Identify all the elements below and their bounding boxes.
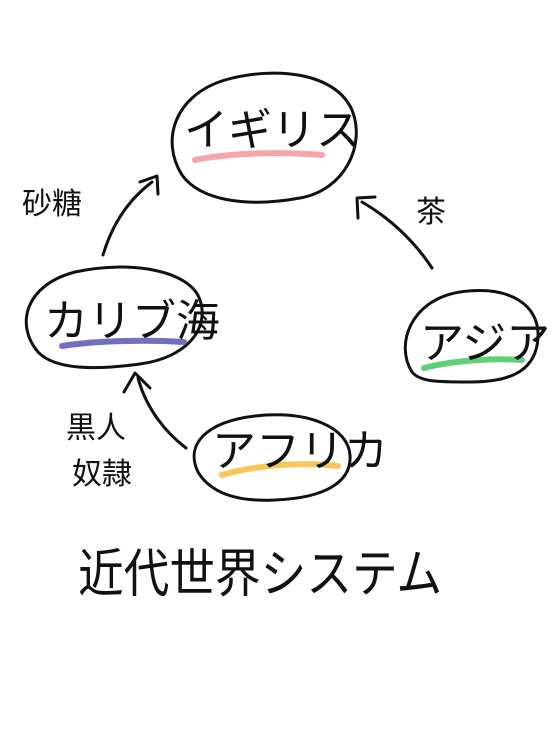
node-caribbean-underline: [59, 337, 187, 349]
node-caribbean: カリブ海: [24, 265, 220, 370]
node-uk-label: イギリス: [184, 105, 360, 156]
node-africa-outline: [192, 413, 352, 502]
node-uk-underline: [192, 150, 325, 163]
edge-asia-uk-arrowhead: [355, 195, 377, 220]
node-asia-label: アジア: [420, 318, 550, 369]
edge-africa-caribbean-label-line-2: 奴隷: [72, 457, 132, 492]
edge-asia-uk: 茶: [355, 195, 446, 270]
edge-asia-uk-label: 茶: [416, 195, 446, 230]
node-asia-underline: [421, 356, 525, 371]
edge-africa-caribbean-arrowhead: [122, 371, 152, 394]
edge-caribbean-uk-arrowhead: [138, 174, 160, 196]
diagram-caption: 近代世界システム: [78, 545, 442, 605]
node-asia: アジア: [403, 289, 550, 384]
node-uk: イギリス: [170, 71, 360, 204]
edge-caribbean-uk-label: 砂糖: [22, 187, 82, 222]
edge-asia-uk-line: [360, 200, 434, 270]
edge-caribbean-uk-line: [101, 180, 154, 257]
node-africa: アフリカ: [192, 413, 388, 502]
edge-africa-caribbean: 黒人 奴隷: [66, 371, 188, 492]
edge-caribbean-uk: 砂糖: [22, 174, 160, 257]
node-caribbean-label: カリブ海: [44, 296, 220, 347]
edge-africa-caribbean-label-line-1: 黒人: [66, 411, 126, 446]
node-caribbean-outline: [24, 265, 204, 370]
node-asia-outline: [403, 289, 540, 384]
node-africa-underline: [219, 461, 341, 478]
node-uk-outline: [170, 71, 358, 204]
edge-africa-caribbean-line: [136, 376, 188, 450]
node-africa-label: アフリカ: [212, 426, 388, 477]
